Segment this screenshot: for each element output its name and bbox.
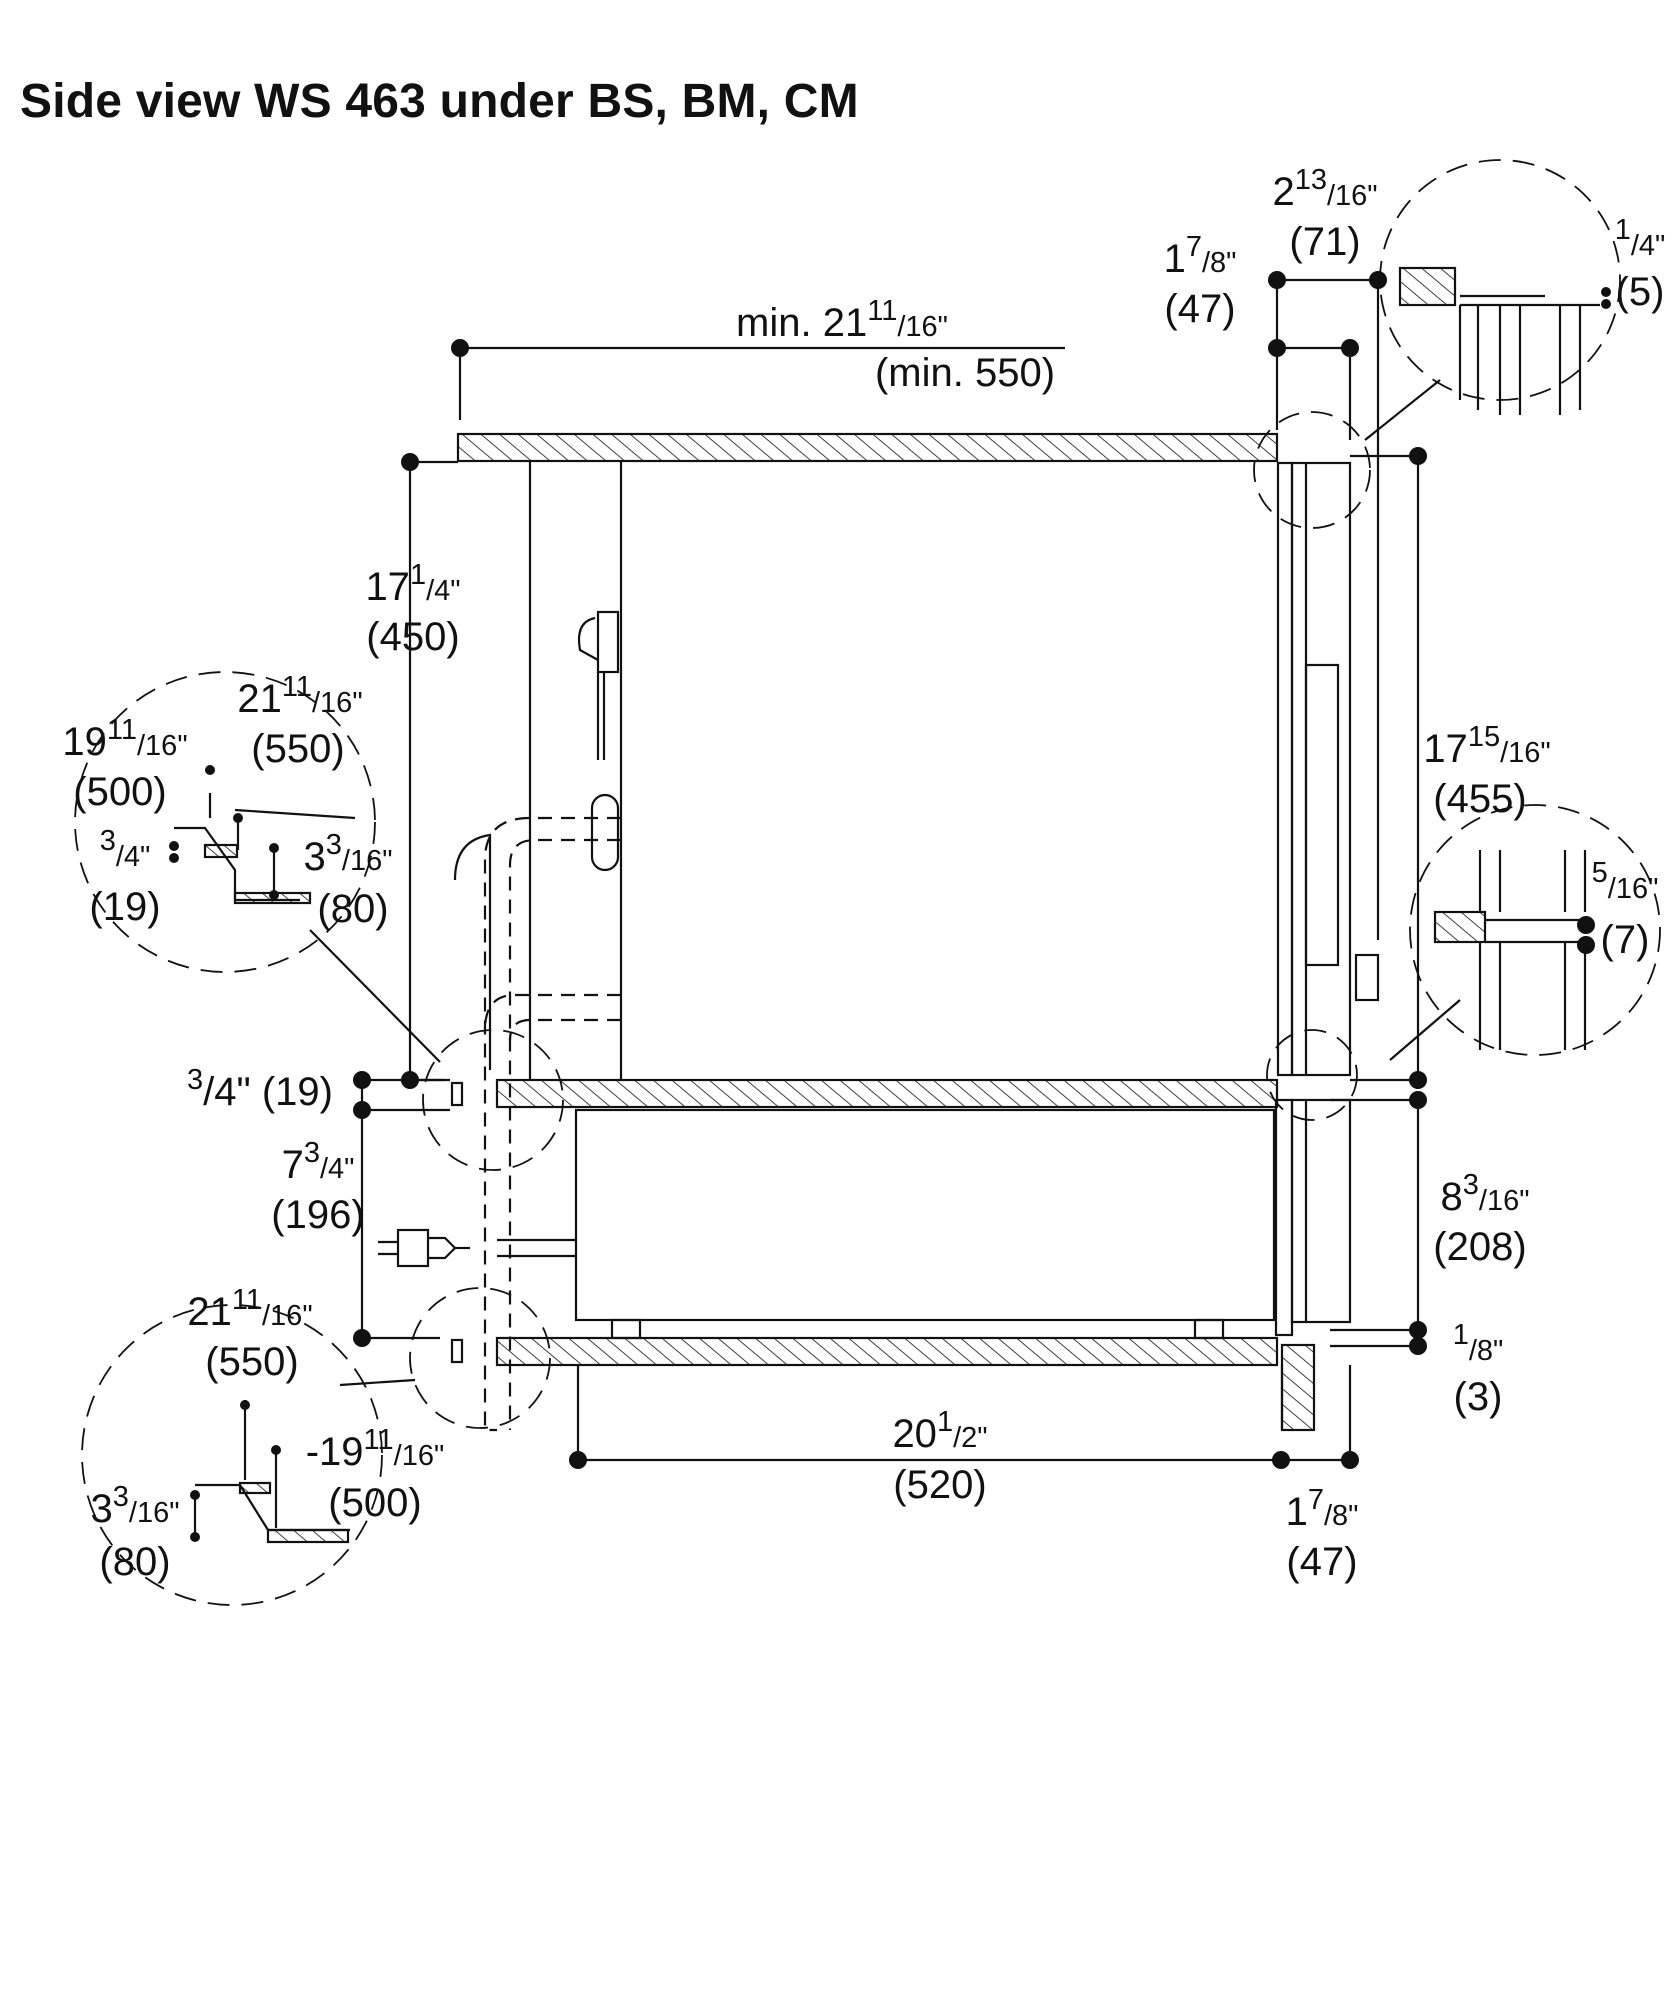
left-drawer-height-label: 73/4"	[282, 1137, 355, 1187]
middle-shelf	[495, 1078, 1279, 1109]
top-detail-80-metric: (80)	[317, 887, 388, 931]
appliance-height-metric: (455)	[1433, 777, 1526, 821]
right-drawer-height-metric: (208)	[1433, 1225, 1526, 1269]
top-detail-500-label: 1911/16"	[62, 714, 187, 764]
upper-height-label: 171/4"	[365, 559, 460, 609]
bottom-depth-label: 201/2"	[892, 1406, 987, 1456]
bottom-detail-80-metric: (80)	[99, 1540, 170, 1584]
front-47-top-metric: (47)	[1164, 287, 1235, 331]
front-47-top-label: 17/8"	[1164, 231, 1237, 281]
top-width-label: min. 2111/16"	[736, 295, 948, 345]
drawer-front	[1274, 1098, 1294, 1337]
upper-height-metric: (450)	[366, 615, 459, 659]
right-drawer-height-label: 83/16"	[1441, 1169, 1530, 1219]
top-panel	[456, 432, 1279, 463]
warming-drawer	[574, 1108, 1276, 1322]
shelf-thickness-label: 3/4" (19)	[187, 1064, 333, 1114]
top-width-metric: (min. 550)	[875, 351, 1055, 395]
top-detail-550-metric: (550)	[251, 727, 344, 771]
detail-quarter-metric: (5)	[1616, 270, 1665, 314]
bottom-shelf	[495, 1336, 1279, 1367]
appliance-front	[1276, 461, 1294, 1077]
appliance-height-label: 1715/16"	[1423, 721, 1550, 771]
bottom-detail-500-label: -1911/16"	[306, 1424, 445, 1474]
front-47-bottom-metric: (47)	[1286, 1540, 1357, 1584]
top-detail-80-label: 33/16"	[304, 829, 393, 879]
top-detail-550-label: 2111/16"	[237, 671, 362, 721]
diagram-title: Side view WS 463 under BS, BM, CM	[20, 75, 859, 128]
bottom-detail-550-metric: (550)	[205, 1340, 298, 1384]
bottom-detail-500-metric: (500)	[328, 1481, 421, 1525]
left-drawer-height-metric: (196)	[271, 1193, 364, 1237]
front-47-bottom-label: 17/8"	[1286, 1484, 1359, 1534]
bottom-detail-80-label: 33/16"	[91, 1481, 180, 1531]
bottom-depth-metric: (520)	[893, 1463, 986, 1507]
gap-5-16-label: 5/16"	[1592, 857, 1659, 905]
gap-5-16-metric: (7)	[1601, 918, 1650, 962]
gap-1-8-metric: (3)	[1454, 1375, 1503, 1419]
top-detail-500-metric: (500)	[73, 770, 166, 814]
front-71-label: 213/16"	[1272, 164, 1377, 214]
power-plug	[396, 1228, 430, 1268]
top-detail-19-label: 3/4"	[100, 825, 151, 873]
front-71-metric: (71)	[1289, 220, 1360, 264]
detail-quarter-label: 1/4"	[1615, 214, 1666, 262]
gap-1-8-label: 1/8"	[1453, 1319, 1504, 1367]
top-detail-19-metric: (19)	[89, 885, 160, 929]
bottom-detail-550-label: 2111/16"	[187, 1284, 312, 1334]
